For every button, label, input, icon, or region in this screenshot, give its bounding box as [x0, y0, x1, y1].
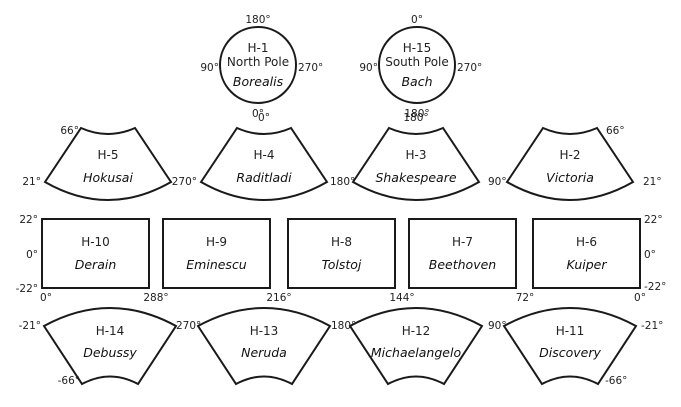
quadrangle-name: Kuiper [566, 257, 607, 272]
quadrangle-id: H-6 [576, 235, 597, 249]
degree-label: 90° [488, 320, 507, 332]
quadrangle-name: Derain [75, 257, 117, 272]
longitude-label: 288° [143, 292, 168, 304]
degree-label: -66° [58, 375, 80, 387]
quadrangle-name: Hokusai [83, 170, 133, 185]
degree-label: 66° [606, 125, 625, 137]
latitude-label: -22° [644, 281, 666, 293]
longitude-label: 0° [40, 292, 52, 304]
quadrangle-outline [41, 218, 150, 289]
degree-label: 21° [22, 176, 41, 188]
quadrangle-id: H-10 [81, 235, 110, 249]
quadrangle-id: H-15 [403, 41, 432, 55]
degree-label: 21° [643, 176, 662, 188]
latitude-label: 0° [26, 249, 38, 261]
degree-label: 66° [60, 125, 79, 137]
quadrangle-outline [196, 307, 332, 386]
quadrangle-subtitle: North Pole [227, 55, 289, 69]
quadrangle-id: H-9 [206, 235, 227, 249]
quadrangle-id: H-8 [331, 235, 352, 249]
quadrangle-outline [43, 126, 173, 201]
quadrangle-id: H-1 [248, 41, 269, 55]
quadrangle-outline [162, 218, 271, 289]
degree-label: 270° [176, 320, 201, 332]
degree-label: -21° [19, 320, 41, 332]
latitude-label: -22° [16, 283, 38, 295]
latitude-label: 22° [644, 214, 663, 226]
quadrangle-subtitle: South Pole [385, 55, 449, 69]
quadrangle-h15-outline [378, 26, 456, 104]
quadrangle-outline [408, 218, 517, 289]
degree-label: 180° [331, 320, 356, 332]
longitude-label: 0° [634, 292, 646, 304]
latitude-label: 0° [644, 249, 656, 261]
quadrangle-id: H-12 [402, 324, 431, 338]
degree-label: 0° [411, 14, 423, 26]
quadrangle-outline [287, 218, 396, 289]
degree-label: 90° [359, 62, 378, 74]
quadrangle-name: Bach [401, 74, 432, 89]
degree-label: 90° [200, 62, 219, 74]
quadrangle-outline [42, 307, 178, 386]
quadrangle-name: Tolstoj [322, 257, 362, 272]
quadrangle-name: Eminescu [186, 257, 247, 272]
quadrangle-id: H-2 [560, 148, 581, 162]
quadrangle-name: Victoria [546, 170, 594, 185]
quadrangle-name: Michaelangelo [371, 345, 462, 360]
degree-label: 180° [403, 112, 428, 124]
longitude-label: 72° [516, 292, 535, 304]
quadrangle-id: H-4 [254, 148, 275, 162]
longitude-label: 144° [389, 292, 414, 304]
quadrangle-name: Borealis [233, 74, 284, 89]
quadrangle-h1[interactable]: H-1 North Pole Borealis [219, 26, 297, 104]
quadrangle-outline [502, 307, 638, 386]
quadrangle-id: H-14 [96, 324, 125, 338]
quadrangle-name: Raditladi [236, 170, 292, 185]
degree-label: -21° [641, 320, 663, 332]
quadrangle-name: Beethoven [429, 257, 497, 272]
quadrangle-h15[interactable]: H-15 South Pole Bach [378, 26, 456, 104]
degree-label: 180° [245, 14, 270, 26]
degree-label: 270° [457, 62, 482, 74]
quadrangle-outline [532, 218, 641, 289]
degree-label: 180° [404, 108, 429, 120]
quadrangle-name: Discovery [539, 345, 601, 360]
quadrangle-id: H-13 [250, 324, 279, 338]
quadrangle-name: Debussy [83, 345, 137, 360]
quadrangle-id: H-3 [406, 148, 427, 162]
degree-label: -66° [605, 375, 627, 387]
quadrangle-outline [505, 126, 635, 201]
degree-label: 180° [330, 176, 355, 188]
quadrangle-name: Neruda [241, 345, 287, 360]
quadrangle-outline [199, 126, 329, 201]
degree-label: 270° [298, 62, 323, 74]
quadrangle-id: H-5 [98, 148, 119, 162]
quadrangle-outline [348, 307, 484, 386]
quadrangle-outline [351, 126, 481, 201]
longitude-label: 216° [266, 292, 291, 304]
degree-label: 0° [258, 112, 270, 124]
quadrangle-h1-outline [219, 26, 297, 104]
quadrangle-id: H-7 [452, 235, 473, 249]
degree-label: 270° [172, 176, 197, 188]
degree-label: 0° [252, 108, 264, 120]
quadrangle-id: H-11 [556, 324, 585, 338]
degree-label: 90° [488, 176, 507, 188]
quadrangle-name: Shakespeare [375, 170, 456, 185]
latitude-label: 22° [19, 214, 38, 226]
